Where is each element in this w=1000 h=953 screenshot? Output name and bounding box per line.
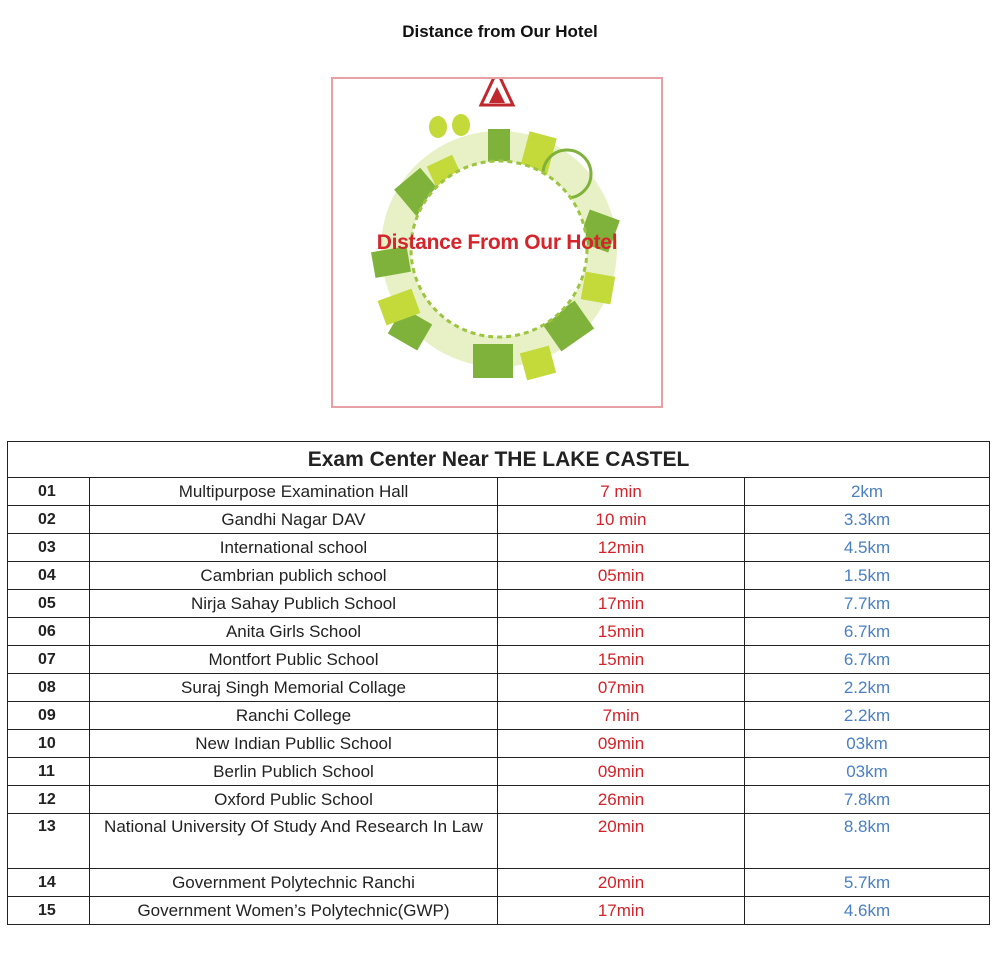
distance: 03km [744,729,990,758]
exam-center-name: Ranchi College [89,701,498,730]
travel-time: 09min [497,757,745,786]
row-number: 02 [7,505,90,534]
row-number: 01 [7,477,90,506]
row-number: 15 [7,896,90,925]
exam-center-name: National University Of Study And Researc… [89,813,498,869]
distance: 2.2km [744,701,990,730]
distance: 7.7km [744,589,990,618]
exam-center-name: Montfort Public School [89,645,498,674]
travel-time: 07min [497,673,745,702]
travel-time: 20min [497,868,745,897]
travel-time: 7min [497,701,745,730]
travel-time: 09min [497,729,745,758]
exam-center-name: Government Women’s Polytechnic(GWP) [89,896,498,925]
distance: 6.7km [744,645,990,674]
travel-time: 20min [497,813,745,869]
distance: 6.7km [744,617,990,646]
row-number: 05 [7,589,90,618]
distance: 1.5km [744,561,990,590]
row-number: 04 [7,561,90,590]
exam-center-name: Nirja Sahay Publich School [89,589,498,618]
travel-time: 7 min [497,477,745,506]
exam-center-name: Government Polytechnic Ranchi [89,868,498,897]
exam-center-name: Multipurpose Examination Hall [89,477,498,506]
city-circle-illustration [371,79,620,381]
exam-center-name: Cambrian publich school [89,561,498,590]
row-number: 11 [7,757,90,786]
row-number: 09 [7,701,90,730]
travel-time: 05min [497,561,745,590]
travel-time: 10 min [497,505,745,534]
hotel-logo-icon [478,79,516,107]
travel-time: 15min [497,617,745,646]
row-number: 08 [7,673,90,702]
exam-center-name: International school [89,533,498,562]
exam-center-name: Gandhi Nagar DAV [89,505,498,534]
distance: 4.5km [744,533,990,562]
row-number: 07 [7,645,90,674]
table-title: Exam Center Near THE LAKE CASTEL [7,441,990,478]
travel-time: 12min [497,533,745,562]
page-title: Distance from Our Hotel [402,22,598,41]
distance: 4.6km [744,896,990,925]
distance: 5.7km [744,868,990,897]
distance: 2km [744,477,990,506]
exam-center-name: Anita Girls School [89,617,498,646]
travel-time: 17min [497,589,745,618]
exam-center-name: Berlin Publich School [89,757,498,786]
poster-heading: Distance From Our Hotel [376,231,618,254]
exam-center-name: New Indian Publlic School [89,729,498,758]
distance: 03km [744,757,990,786]
distance: 2.2km [744,673,990,702]
travel-time: 26min [497,785,745,814]
row-number: 03 [7,533,90,562]
row-number: 13 [7,813,90,869]
row-number: 10 [7,729,90,758]
distance-poster-image: Distance From Our Hotel [331,77,663,408]
exam-center-name: Suraj Singh Memorial Collage [89,673,498,702]
travel-time: 17min [497,896,745,925]
row-number: 14 [7,868,90,897]
row-number: 06 [7,617,90,646]
distance: 3.3km [744,505,990,534]
travel-time: 15min [497,645,745,674]
row-number: 12 [7,785,90,814]
distance: 7.8km [744,785,990,814]
distance: 8.8km [744,813,990,869]
exam-center-name: Oxford Public School [89,785,498,814]
